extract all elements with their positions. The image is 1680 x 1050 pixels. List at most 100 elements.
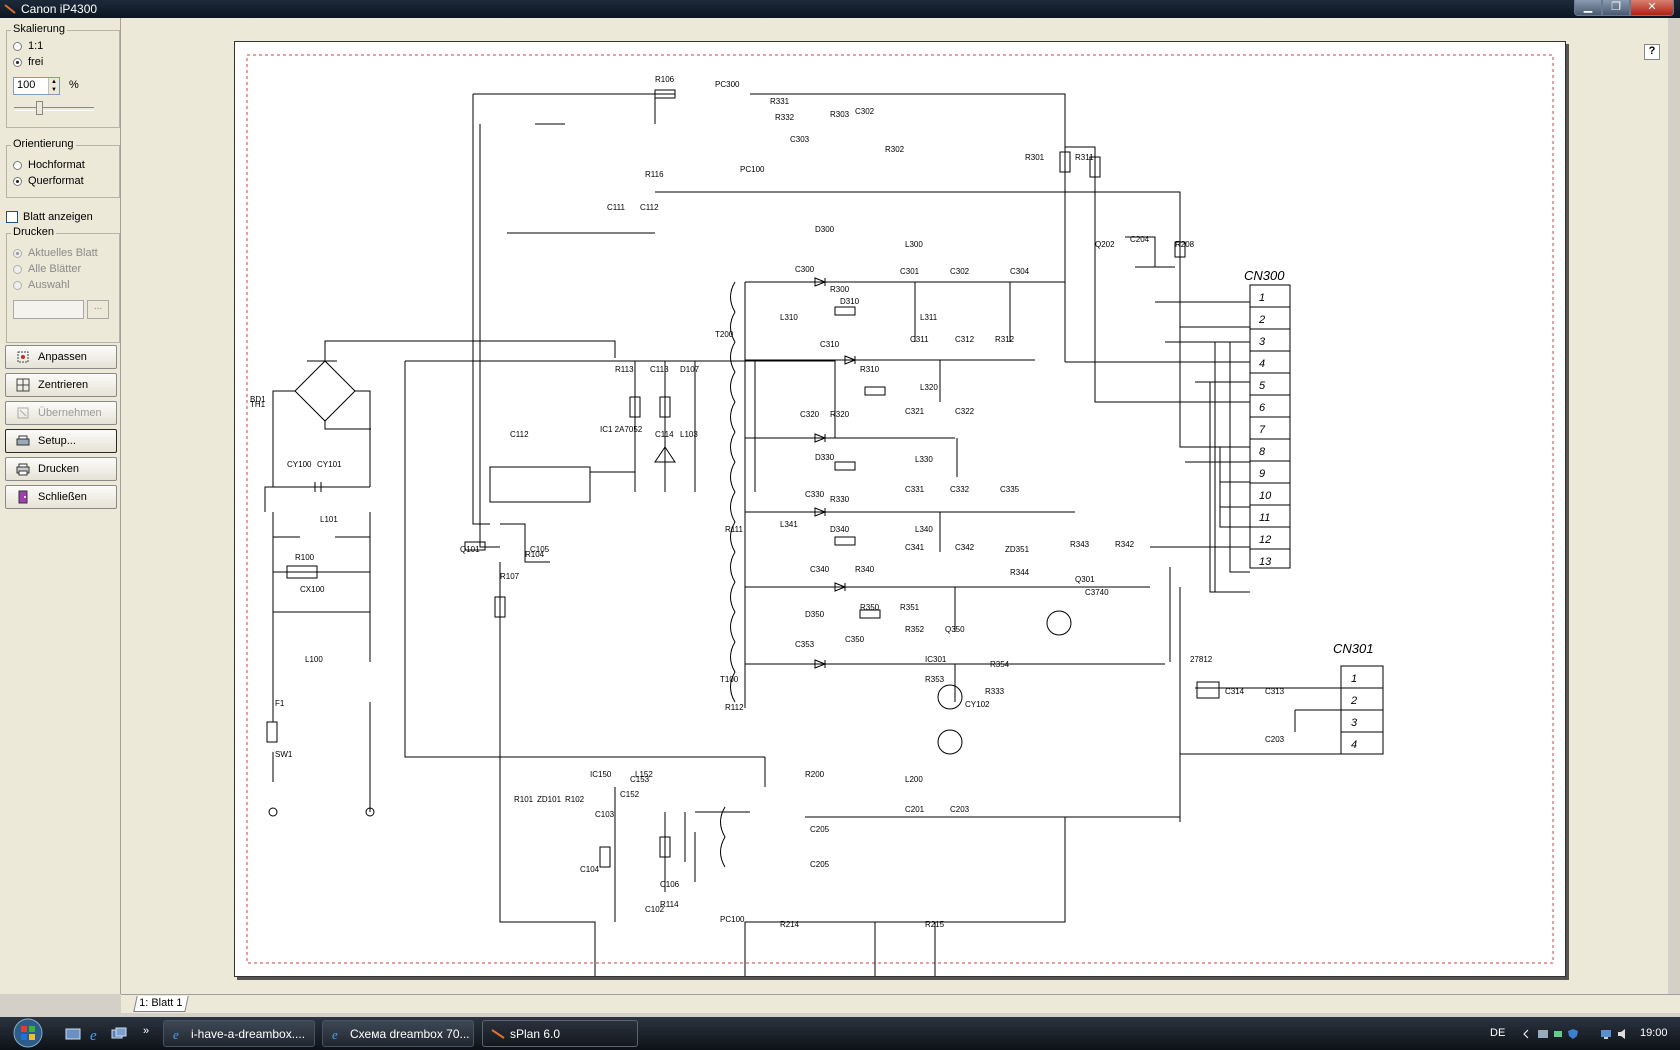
component-label: C112 — [640, 203, 659, 212]
language-indicator[interactable]: DE — [1490, 1027, 1506, 1039]
show-sheet-checkbox[interactable]: Blatt anzeigen — [6, 211, 93, 223]
windows-start-icon[interactable] — [8, 1017, 48, 1050]
cn300-pin-1: 1 — [1259, 292, 1265, 304]
ie-icon: e — [332, 1027, 338, 1041]
show-desktop-icon[interactable] — [65, 1026, 81, 1042]
component-label: PC300 — [715, 80, 740, 89]
component-label: L200 — [905, 775, 923, 784]
cn300-pin-12: 12 — [1259, 534, 1271, 546]
cn301-pin-3: 3 — [1351, 717, 1358, 729]
title-bar: Canon iP4300 ▁ ❐ ✕ — [0, 0, 1680, 18]
component-label: C203 — [950, 805, 970, 814]
component-label: C320 — [800, 410, 820, 419]
component-label: R300 — [830, 285, 850, 294]
radio-button[interactable] — [13, 57, 22, 67]
component-label: L101 — [320, 515, 338, 524]
quicklaunch-overflow[interactable]: » — [143, 1025, 150, 1037]
component-label: C302 — [855, 107, 875, 116]
tray-safely-remove-icon[interactable] — [1552, 1028, 1564, 1040]
component-label: R331 — [770, 97, 790, 106]
close-preview-button[interactable]: Schließen — [5, 485, 117, 509]
minimize-button[interactable]: ▁ — [1574, 0, 1602, 16]
tray-expand-icon[interactable] — [1520, 1028, 1532, 1040]
task-ie-1[interactable]: e i-have-a-dreambox.... — [163, 1020, 315, 1047]
component-label: R303 — [830, 110, 850, 119]
zoom-slider-thumb[interactable] — [36, 101, 43, 115]
setup-label: Setup... — [38, 435, 76, 447]
radio-button[interactable] — [13, 41, 22, 51]
clock[interactable]: 19:00 — [1640, 1027, 1668, 1039]
task-label: Схема dreambox 70... — [350, 1026, 470, 1041]
component-label: L320 — [920, 383, 938, 392]
tray-app-icon[interactable] — [1537, 1028, 1549, 1040]
component-label: R332 — [775, 113, 795, 122]
printer-icon — [16, 463, 30, 476]
ie-icon[interactable]: e — [88, 1026, 104, 1042]
network-icon[interactable] — [1600, 1028, 1612, 1040]
switch-windows-icon[interactable] — [111, 1026, 127, 1042]
component-label: C103 — [595, 810, 615, 819]
tray-security-icon[interactable] — [1567, 1028, 1579, 1040]
component-label: C341 — [905, 543, 925, 552]
component-label: C304 — [1010, 267, 1030, 276]
landscape-radio[interactable]: Querformat — [13, 174, 84, 188]
sheet-tab[interactable]: 1: Blatt 1 — [133, 996, 189, 1012]
component-label: ZD351 — [1005, 545, 1030, 554]
task-ie-2[interactable]: e Схема dreambox 70... — [322, 1020, 474, 1047]
current-sheet-label: Aktuelles Blatt — [28, 247, 98, 259]
close-button[interactable]: ✕ — [1630, 0, 1674, 16]
svg-text:e: e — [332, 1027, 338, 1041]
task-label: i-have-a-dreambox.... — [191, 1026, 306, 1041]
component-label: C113 — [650, 365, 669, 374]
portrait-radio[interactable]: Hochformat — [13, 158, 85, 172]
center-button[interactable]: Zentrieren — [5, 373, 117, 397]
task-splan[interactable]: sPlan 6.0 — [482, 1020, 638, 1047]
component-label: CY101 — [317, 460, 342, 469]
component-label: C313 — [1265, 687, 1285, 696]
window-title: Canon iP4300 — [21, 2, 98, 16]
zoom-spinner[interactable]: 100 ▲▼ — [13, 77, 60, 95]
fit-icon — [17, 351, 29, 363]
zoom-slider-track[interactable] — [14, 107, 94, 111]
cn300-pin-7: 7 — [1259, 424, 1266, 436]
component-label: C314 — [1225, 687, 1245, 696]
all-sheets-radio: Alle Blätter — [13, 262, 81, 276]
component-label: Q301 — [1075, 575, 1095, 584]
component-label: R333 — [985, 687, 1005, 696]
maximize-button[interactable]: ❐ — [1602, 0, 1630, 16]
radio-button[interactable] — [13, 160, 22, 170]
fit-button[interactable]: Anpassen — [5, 345, 117, 369]
orientation-legend: Orientierung — [11, 138, 76, 150]
scaling-free-radio[interactable]: frei — [13, 55, 43, 69]
scaling-1-1-radio[interactable]: 1:1 — [13, 39, 43, 53]
component-label: R106 — [655, 75, 675, 84]
component-label: IC150 — [590, 770, 612, 779]
checkbox[interactable] — [6, 211, 18, 223]
component-label: L152 — [635, 770, 653, 779]
radio-button[interactable] — [13, 176, 22, 186]
component-label: C112 — [510, 430, 529, 439]
setup-button[interactable]: Setup... — [5, 429, 117, 453]
component-label: C300 — [795, 265, 815, 274]
help-button[interactable]: ? — [1644, 44, 1660, 60]
component-label: C342 — [955, 543, 975, 552]
apply-label: Übernehmen — [38, 407, 102, 419]
component-label: C152 — [620, 790, 640, 799]
current-sheet-radio: Aktuelles Blatt — [13, 246, 98, 260]
component-label: IC301 — [925, 655, 947, 664]
cn300-pin-8: 8 — [1259, 446, 1266, 458]
component-label: C335 — [1000, 485, 1020, 494]
volume-icon[interactable] — [1617, 1028, 1629, 1040]
print-button[interactable]: Drucken — [5, 457, 117, 481]
component-label: R114 — [660, 900, 679, 909]
spin-arrows-icon[interactable]: ▲▼ — [48, 78, 59, 94]
svg-text:e: e — [90, 1028, 97, 1042]
component-label: R350 — [860, 603, 880, 612]
all-sheets-label: Alle Blätter — [28, 263, 82, 275]
component-label: C201 — [905, 805, 925, 814]
component-label: D330 — [815, 453, 835, 462]
component-label: Q101 — [460, 545, 480, 554]
component-label: R353 — [925, 675, 945, 684]
zoom-value: 100 — [17, 79, 36, 91]
component-label: L300 — [905, 240, 923, 249]
